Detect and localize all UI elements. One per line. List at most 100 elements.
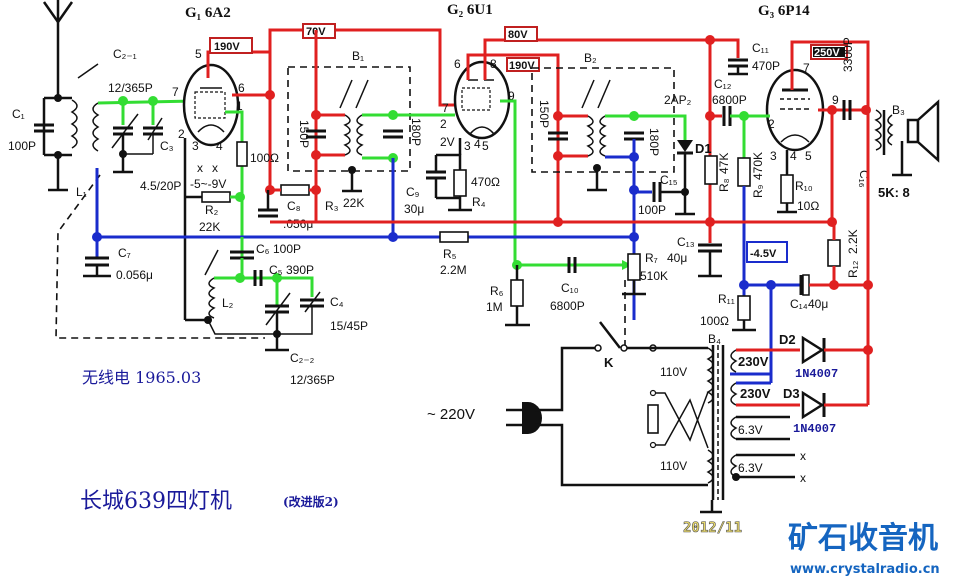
- speaker-icon: [892, 99, 940, 177]
- voltage-tag-190v-g2: 190V: [509, 60, 535, 72]
- b3-output-transformer: [874, 109, 882, 151]
- c15-capacitor: [634, 182, 685, 202]
- c1-value: 100P: [8, 139, 36, 153]
- g3-pin-5: 5: [805, 149, 812, 163]
- filament-6-3v-1: 6.3V: [738, 423, 763, 437]
- g2-pin-7: 7: [442, 101, 449, 115]
- schematic-subtitle: (改进版2): [283, 494, 339, 509]
- d3-label: D3: [783, 386, 800, 401]
- g1-pin-5: 5: [195, 47, 202, 61]
- c10-value: 6800P: [550, 299, 585, 313]
- c2-2-value: 12/365P: [290, 373, 335, 387]
- g2-tube-label: G₂ 6U1: [447, 2, 493, 18]
- r9-value: 470K: [751, 152, 765, 180]
- c1-capacitor: [34, 94, 78, 192]
- b2-if-transformer-box: [531, 67, 675, 173]
- osc-tank-wire: [214, 276, 314, 297]
- g1-pin-4: 4: [216, 139, 223, 153]
- r9-resistor: [737, 157, 751, 187]
- g1-heater-x2: x: [212, 161, 218, 175]
- r2-label: R₂: [205, 203, 219, 217]
- b3-label: B₃: [892, 103, 905, 117]
- b2-c1-capacitor: [548, 131, 568, 141]
- r8-resistor: [704, 155, 718, 185]
- filament-6-3v-2: 6.3V: [738, 461, 763, 475]
- b2-primary-coil: [586, 115, 594, 157]
- l1-label: L₁: [76, 185, 87, 199]
- g1-pin-7: 7: [172, 85, 179, 99]
- c3-label: C₃: [160, 139, 174, 153]
- c2-1-label: C₂₋₁: [113, 47, 137, 61]
- voltage-tag-250v: 250V: [814, 47, 840, 59]
- d1-diode: [675, 140, 695, 216]
- g3-plate-wire: [790, 40, 870, 110]
- r8-label: R₈: [717, 178, 731, 192]
- r10-label: R₁₀: [795, 179, 813, 193]
- c10-label: C₁₀: [561, 281, 579, 295]
- r8-value: 47K: [717, 153, 731, 174]
- r10-resistor: [780, 174, 794, 204]
- g1-heater-x: x: [197, 161, 203, 175]
- r12-label: R₁₂: [846, 260, 860, 278]
- switch-k-label: K: [604, 355, 614, 370]
- fuse: [647, 404, 659, 434]
- r7-volume-pot: [627, 253, 641, 281]
- c3-value: 4.5/20P: [140, 179, 181, 193]
- g3-pin-9: 9: [832, 93, 839, 107]
- r11-value: 100Ω: [700, 314, 729, 328]
- c7-capacitor: [83, 256, 111, 278]
- r1-value: 100Ω: [250, 151, 279, 165]
- b1-c1-capacitor: [306, 129, 326, 139]
- d2-label: D2: [779, 332, 796, 347]
- b1-secondary-coil: [356, 114, 364, 156]
- watermark-site-name: 矿石收音机: [788, 521, 938, 556]
- c5-value: 390P: [286, 263, 314, 277]
- g2-detector-out: [500, 99, 517, 265]
- voltage-tag-190v: 190V: [214, 41, 240, 53]
- b1-label: B₁: [352, 49, 364, 63]
- c9-capacitor: [426, 155, 460, 200]
- b2-label: B₂: [584, 51, 597, 65]
- g3-tube-label: G₃ 6P14: [758, 3, 810, 19]
- r4-label: R₄: [472, 195, 486, 209]
- c12-label: C₁₂: [714, 77, 732, 91]
- b1-primary-coil: [343, 114, 351, 156]
- r7-label: R₇: [645, 251, 658, 265]
- g2-pin-6: 6: [454, 57, 461, 71]
- c15-label: C₁₅: [660, 173, 678, 187]
- d1-label: D1: [695, 141, 712, 156]
- r5-value: 2.2M: [440, 263, 467, 277]
- r10-value: 10Ω: [797, 199, 819, 213]
- r3-value: 22K: [343, 196, 364, 210]
- g1-tube-label: G₁ 6A2: [185, 5, 231, 21]
- c13-label: C₁₃: [677, 235, 695, 249]
- c8-capacitor: [258, 190, 278, 218]
- r4-resistor: [453, 169, 467, 197]
- r1-resistor: [236, 141, 248, 167]
- r6-label: R₆: [490, 284, 504, 298]
- r5-resistor: [439, 231, 469, 243]
- g2-pin-2: 2: [440, 117, 447, 131]
- r2-value: 22K: [199, 220, 220, 234]
- mains-wire-top: [535, 346, 598, 412]
- antenna-icon: [42, 0, 74, 98]
- c13-value: 40μ: [667, 251, 687, 265]
- c4-label: C₄: [330, 295, 344, 309]
- c1-label: C₁: [12, 107, 25, 121]
- c8-label: C₈: [287, 199, 301, 213]
- g3-tube: [765, 68, 825, 152]
- c6-label: C₆: [256, 242, 270, 256]
- g1-grid-voltage: -5~-9V: [190, 177, 226, 191]
- g1-tube: [182, 63, 240, 147]
- b2-c2-capacitor: [624, 131, 644, 141]
- c8-value: .056μ: [283, 217, 313, 231]
- c11-value: 470P: [752, 59, 780, 73]
- b2-c1-value: 150P: [537, 100, 551, 128]
- c7-label: C₇: [118, 246, 131, 260]
- r2-resistor: [201, 191, 231, 203]
- b1-c2-value: 180P: [409, 118, 423, 146]
- d3-diode: [801, 390, 826, 420]
- mains-voltage: ~ 220V: [427, 406, 475, 423]
- g2-plate-wire: [483, 38, 712, 222]
